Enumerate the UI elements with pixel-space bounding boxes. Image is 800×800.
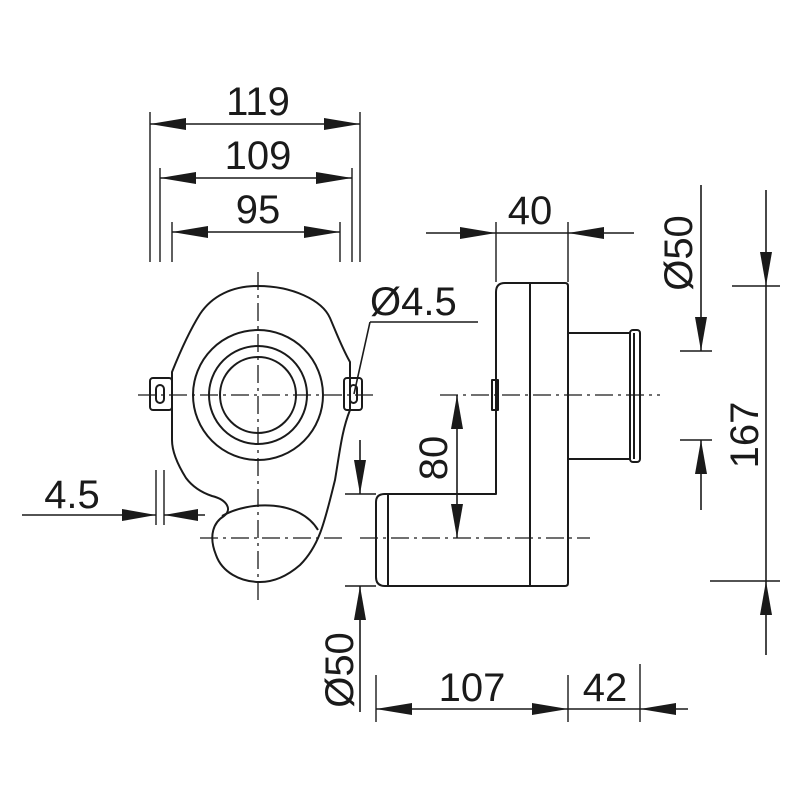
hole-diameter-dimension: Ø4.5	[353, 280, 478, 395]
dim-inlet-diameter-label: Ø50	[318, 632, 362, 708]
front-lower-contour	[221, 504, 319, 531]
dim-42-label: 42	[583, 666, 628, 710]
right-mount-hole	[349, 384, 358, 404]
dim-outlet-diameter-label: Ø50	[657, 215, 701, 291]
front-view	[138, 272, 375, 605]
front-housing-outline	[171, 285, 351, 583]
left-mount-tab	[149, 377, 173, 411]
outlet-offset-dimension: 80	[412, 395, 463, 538]
dim-hole-label: Ø4.5	[370, 280, 457, 324]
outlet-pipe	[567, 332, 631, 460]
outlet-pipe-collar	[629, 329, 641, 463]
bottom-length-dimensions: 107 42	[375, 664, 688, 722]
left-mount-hole	[155, 384, 165, 404]
dim-95-label: 95	[236, 188, 281, 232]
total-height-dimension: 167	[710, 190, 780, 655]
dim-flange-label: 4.5	[44, 473, 100, 517]
dim-167-label: 167	[723, 402, 767, 469]
flange-thickness-dimension: 4.5	[22, 470, 205, 525]
dim-107-label: 107	[439, 666, 506, 710]
side-view	[360, 282, 660, 587]
outlet-diameter-dimension: Ø50	[657, 185, 712, 510]
top-width-dimensions: 119 109 95	[149, 80, 361, 262]
dim-40-label: 40	[508, 189, 553, 233]
side-bracket-tab	[491, 379, 499, 411]
side-body-outline	[375, 282, 569, 587]
side-depth-dimension: 40	[426, 189, 634, 282]
right-mount-tab	[343, 377, 363, 411]
dim-119-label: 119	[226, 80, 290, 124]
inlet-diameter-dimension: Ø50	[318, 440, 376, 712]
dim-109-label: 109	[225, 134, 292, 178]
dim-80-label: 80	[412, 436, 456, 481]
